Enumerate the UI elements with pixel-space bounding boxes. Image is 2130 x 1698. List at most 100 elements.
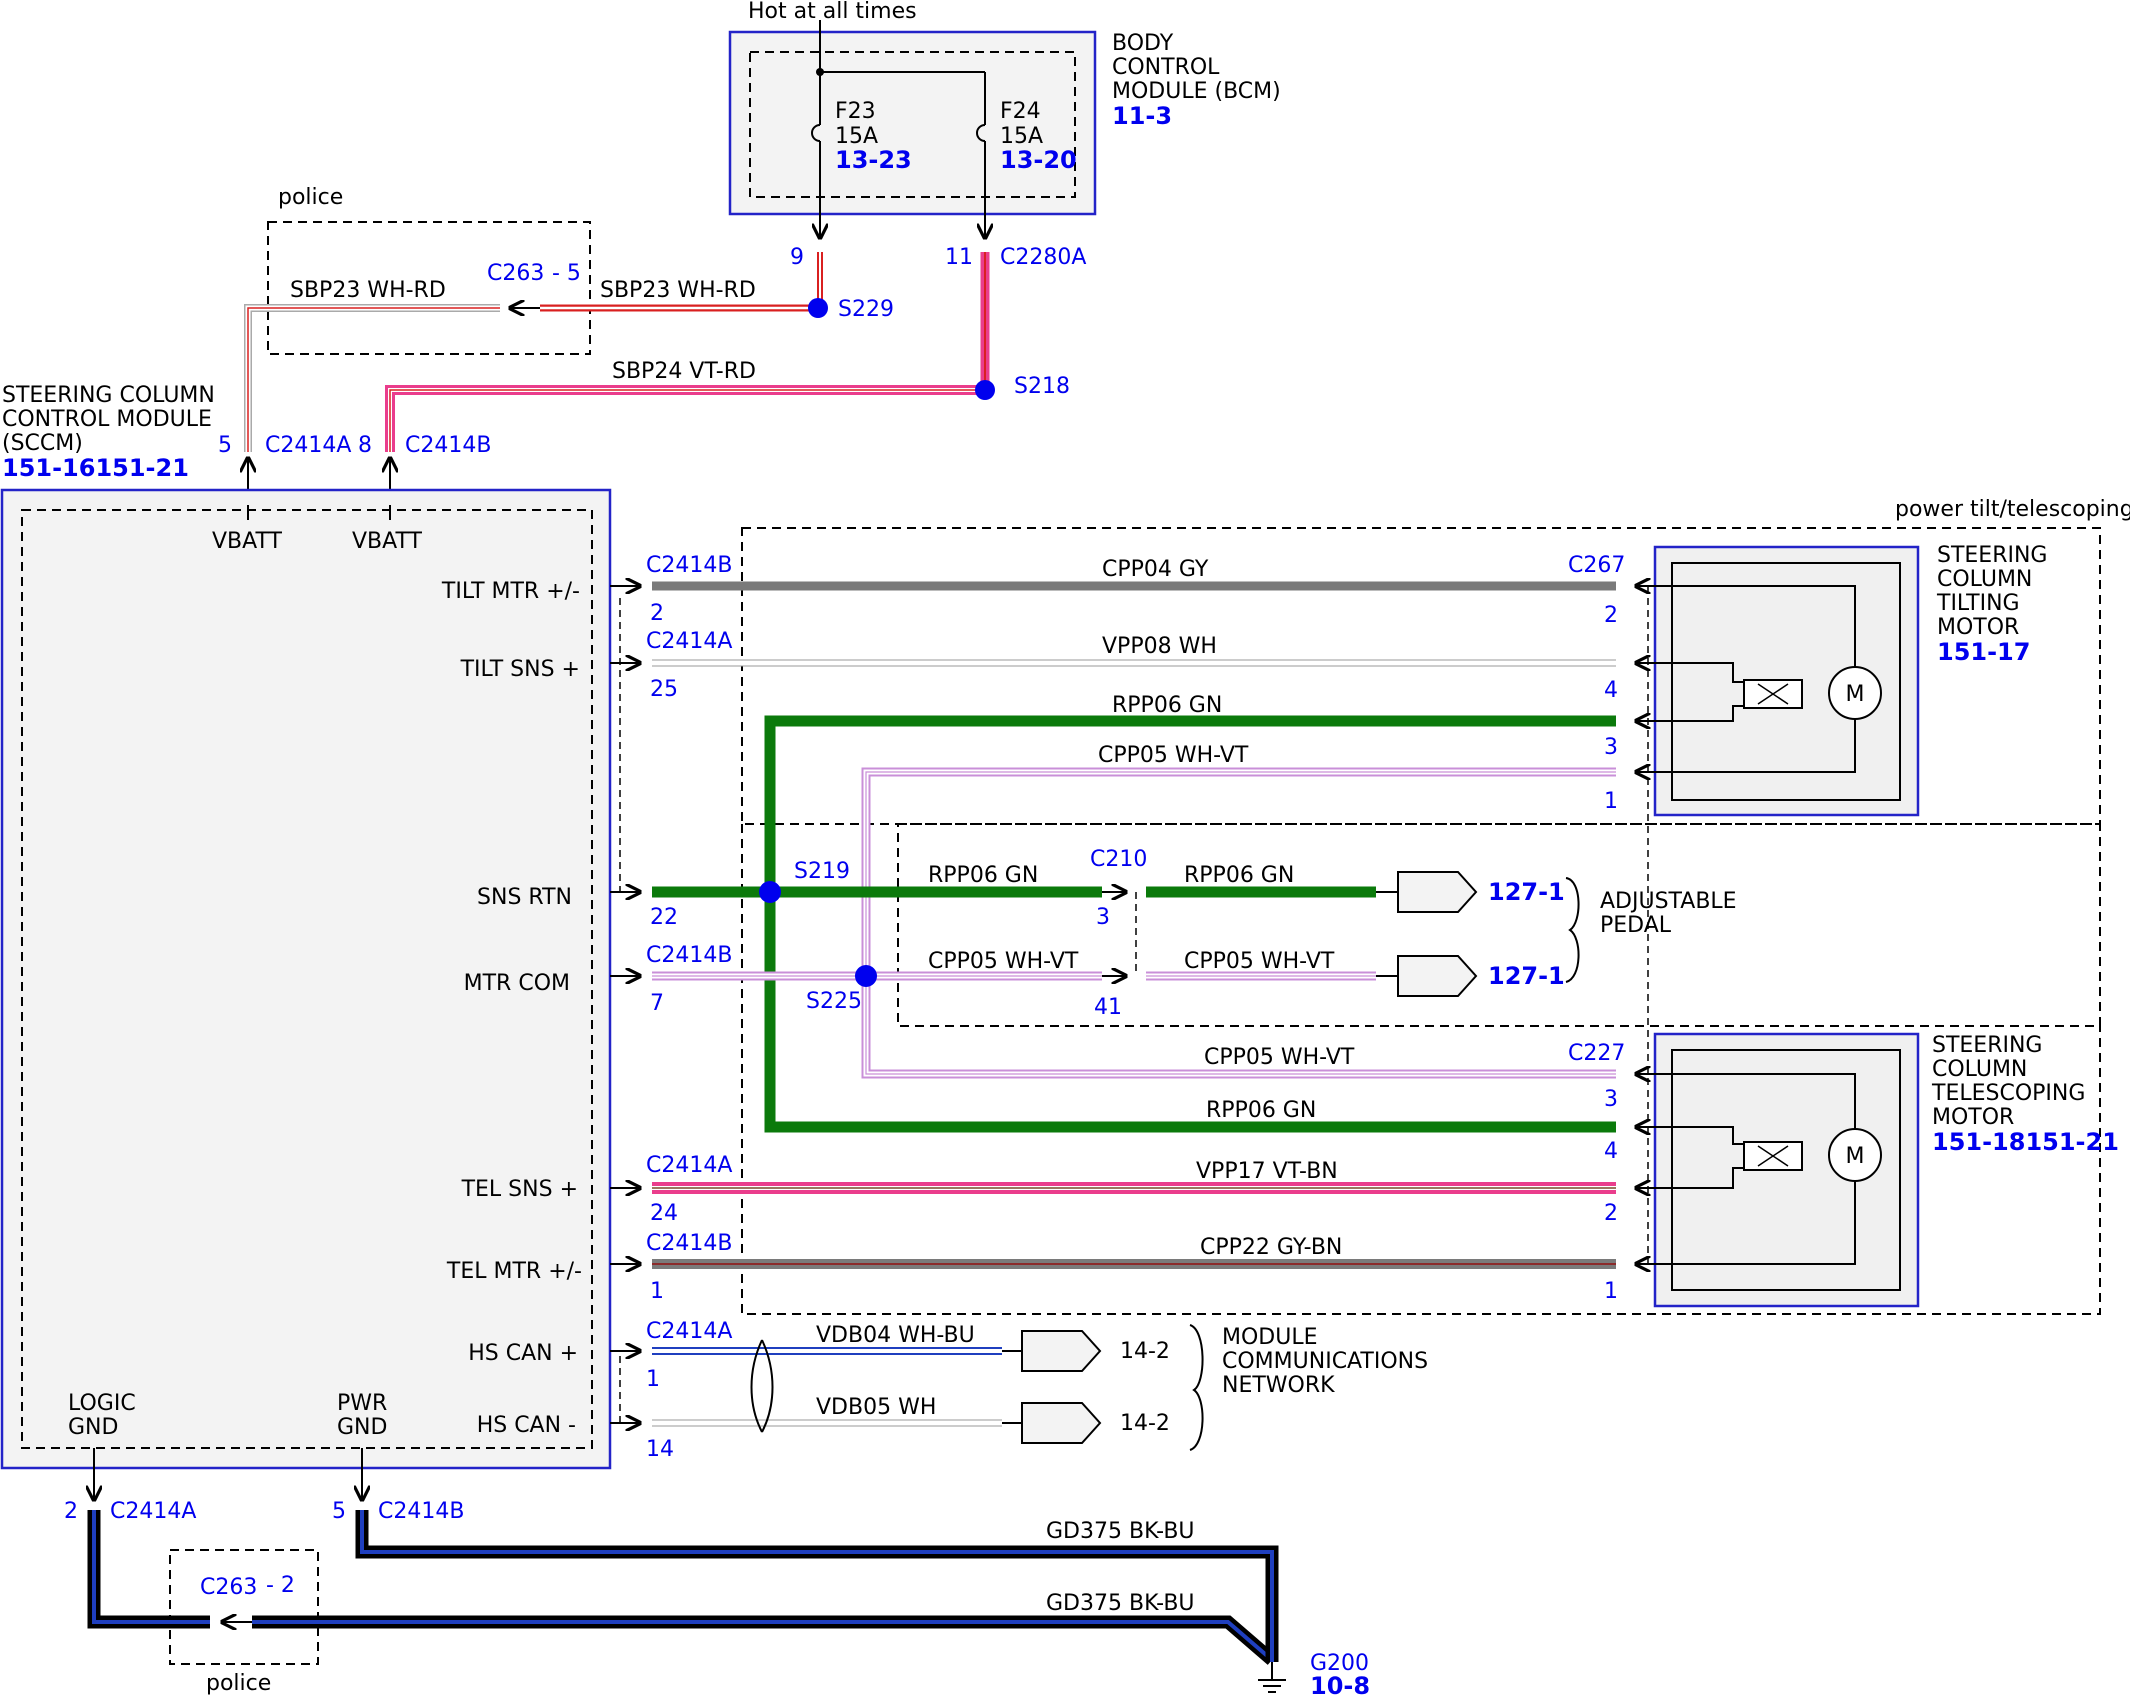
ground-g200-symbol	[1258, 1662, 1286, 1693]
wire-cpp05-b-label: CPP05 WH-VT	[928, 949, 1079, 974]
c263-bottom-connector: C263	[200, 1575, 257, 1600]
wire-vdb05-label: VDB05 WH	[816, 1395, 936, 1420]
c263-top-pin: - 5	[552, 261, 581, 286]
tilt-motor-line2: COLUMN	[1937, 567, 2032, 592]
wire-cpp04-label: CPP04 GY	[1102, 557, 1209, 582]
pin-tel-mtr: TEL MTR +/-	[446, 1259, 582, 1284]
tel-motor-ref[interactable]: 151-18151-21	[1932, 1128, 2119, 1156]
sccm-title-line3: (SCCM)	[2, 431, 83, 456]
tilt-motor-line1: STEERING	[1937, 543, 2047, 568]
wire-cpp05-d-label: CPP05 WH-VT	[1204, 1045, 1355, 1070]
tel-motor-line1: STEERING	[1932, 1033, 2042, 1058]
tel-sns-pin: 24	[650, 1201, 678, 1226]
splice-s218[interactable]	[975, 380, 995, 400]
tilt-motor-component: M STEERING COLUMN TILTING MOTOR 151-17 C…	[1568, 543, 2047, 817]
network-ref-2[interactable]: 14-2	[1120, 1411, 1170, 1436]
tilt-motor-ref[interactable]: 151-17	[1937, 638, 2030, 666]
pin-hs-can-plus: HS CAN +	[468, 1341, 578, 1366]
hot-at-all-times-label: Hot at all times	[748, 0, 917, 24]
pedal-ref-2[interactable]: 127-1	[1488, 962, 1565, 990]
ground-wires: 2 C2414A 5 C2414B police C263 - 2 GD375 …	[64, 1448, 1370, 1698]
logic-gnd-pin: 2	[64, 1499, 78, 1524]
pedal-line2: PEDAL	[1600, 913, 1672, 938]
connector-c2414a-top: C2414A	[265, 433, 351, 458]
tel-mtr-connector: C2414B	[646, 1231, 732, 1256]
splice-s229[interactable]	[808, 298, 828, 318]
tilt-sns-pin: 25	[650, 677, 678, 702]
bcm-title-line1: BODY	[1112, 31, 1174, 56]
fuse-f24-ref[interactable]: 13-20	[1000, 146, 1077, 174]
splice-s218-label: S218	[1014, 374, 1070, 399]
tel-sns-connector: C2414A	[646, 1153, 732, 1178]
sccm-module: STEERING COLUMN CONTROL MODULE (SCCM) 15…	[0, 383, 612, 1470]
police-option-box-bottom	[169, 1549, 319, 1665]
fuse-f23-rating: 15A	[835, 124, 878, 149]
wire-gd375-b-label: GD375 BK-BU	[1046, 1591, 1195, 1616]
ground-ref[interactable]: 10-8	[1310, 1672, 1370, 1698]
tilt-mtr-pin: 2	[650, 601, 664, 626]
power-tilt-group-label: power tilt/telescoping	[1895, 497, 2130, 522]
tel-motor-pin-3: 3	[1604, 1087, 1618, 1112]
tel-motor-connector: C227	[1568, 1041, 1625, 1066]
fuse-f23-name: F23	[835, 99, 876, 124]
sccm-logic-gnd-2: GND	[68, 1415, 118, 1440]
network-ref-1[interactable]: 14-2	[1120, 1339, 1170, 1364]
tel-motor-line3: TELESCOPING	[1931, 1081, 2085, 1106]
tel-motor-component: M STEERING COLUMN TELESCOPING MOTOR 151-…	[1568, 1032, 2119, 1308]
bcm-title-line3: MODULE (BCM)	[1112, 79, 1281, 104]
pin-tilt-mtr: TILT MTR +/-	[441, 579, 580, 604]
c263-top-connector: C263	[487, 261, 544, 286]
wire-vdb04-label: VDB04 WH-BU	[816, 1323, 975, 1348]
c210-connector: C210	[1090, 847, 1147, 872]
bcm-title-line2: CONTROL	[1112, 55, 1220, 80]
adjustable-pedal: 127-1 127-1 ADJUSTABLE PEDAL	[1376, 871, 1737, 997]
ground-g200-label: G200	[1310, 1651, 1369, 1676]
module-network: 14-2 14-2 MODULE COMMUNICATIONS NETWORK	[1002, 1324, 1428, 1451]
sccm-ref[interactable]: 151-16151-21	[2, 454, 189, 482]
tilt-mtr-connector: C2414B	[646, 553, 732, 578]
splice-s225-label: S225	[806, 989, 862, 1014]
tel-motor-line4: MOTOR	[1932, 1105, 2014, 1130]
logic-gnd-connector: C2414A	[110, 1499, 196, 1524]
power-tilt-group: power tilt/telescoping	[741, 497, 2130, 1315]
tilt-sensor-symbol	[1743, 679, 1803, 709]
wire-gd375-a-label: GD375 BK-BU	[1046, 1519, 1195, 1544]
wire-cpp05-a-label: CPP05 WH-VT	[1098, 743, 1249, 768]
sccm-logic-gnd-1: LOGIC	[68, 1391, 136, 1416]
wire-vpp17-label: VPP17 VT-BN	[1196, 1159, 1338, 1184]
bcm-pin-11: 11	[945, 245, 973, 270]
tilt-motor-m: M	[1846, 682, 1865, 707]
sns-rtn-pin: 22	[650, 905, 678, 930]
pedal-line1: ADJUSTABLE	[1600, 889, 1737, 914]
tilt-motor-pin-2: 2	[1604, 603, 1618, 628]
tilt-motor-line3: TILTING	[1936, 591, 2020, 616]
wire-cpp05-c-label: CPP05 WH-VT	[1184, 949, 1335, 974]
splice-s225[interactable]	[855, 965, 877, 987]
pin-tilt-sns: TILT SNS +	[460, 657, 580, 682]
fuse-f24-name: F24	[1000, 99, 1041, 124]
wire-cpp22-label: CPP22 GY-BN	[1200, 1235, 1342, 1260]
hs-can-plus-connector: C2414A	[646, 1319, 732, 1344]
sccm-pwr-gnd-1: PWR	[337, 1391, 387, 1416]
sccm-pin-5-top: 5	[218, 433, 232, 458]
pedal-ref-1[interactable]: 127-1	[1488, 878, 1565, 906]
splice-s219[interactable]	[759, 881, 781, 903]
twisted-pair-symbol	[750, 1339, 774, 1433]
tel-motor-m: M	[1846, 1144, 1865, 1169]
top-wires: police C263 - 5 SBP23 WH-RD SBP23 WH-RD …	[218, 185, 1070, 505]
tilt-motor-connector: C267	[1568, 553, 1625, 578]
main-wires: CPP04 GY VPP08 WH RPP06 GN RPP06 GN CPP0…	[610, 553, 1665, 1462]
network-line2: COMMUNICATIONS	[1222, 1349, 1428, 1374]
network-brace	[1189, 1324, 1204, 1451]
tilt-motor-line4: MOTOR	[1937, 615, 2019, 640]
splice-s229-label: S229	[838, 297, 894, 322]
network-connector-shape-2	[1021, 1402, 1102, 1444]
tel-mtr-pin: 1	[650, 1279, 664, 1304]
bcm-ref[interactable]: 11-3	[1112, 102, 1172, 130]
fuse-f23-ref[interactable]: 13-23	[835, 146, 912, 174]
wire-rpp06-c-label: RPP06 GN	[1184, 863, 1294, 888]
pwr-gnd-connector: C2414B	[378, 1499, 464, 1524]
bcm-pin-9: 9	[790, 245, 804, 270]
pin-sns-rtn: SNS RTN	[477, 885, 572, 910]
